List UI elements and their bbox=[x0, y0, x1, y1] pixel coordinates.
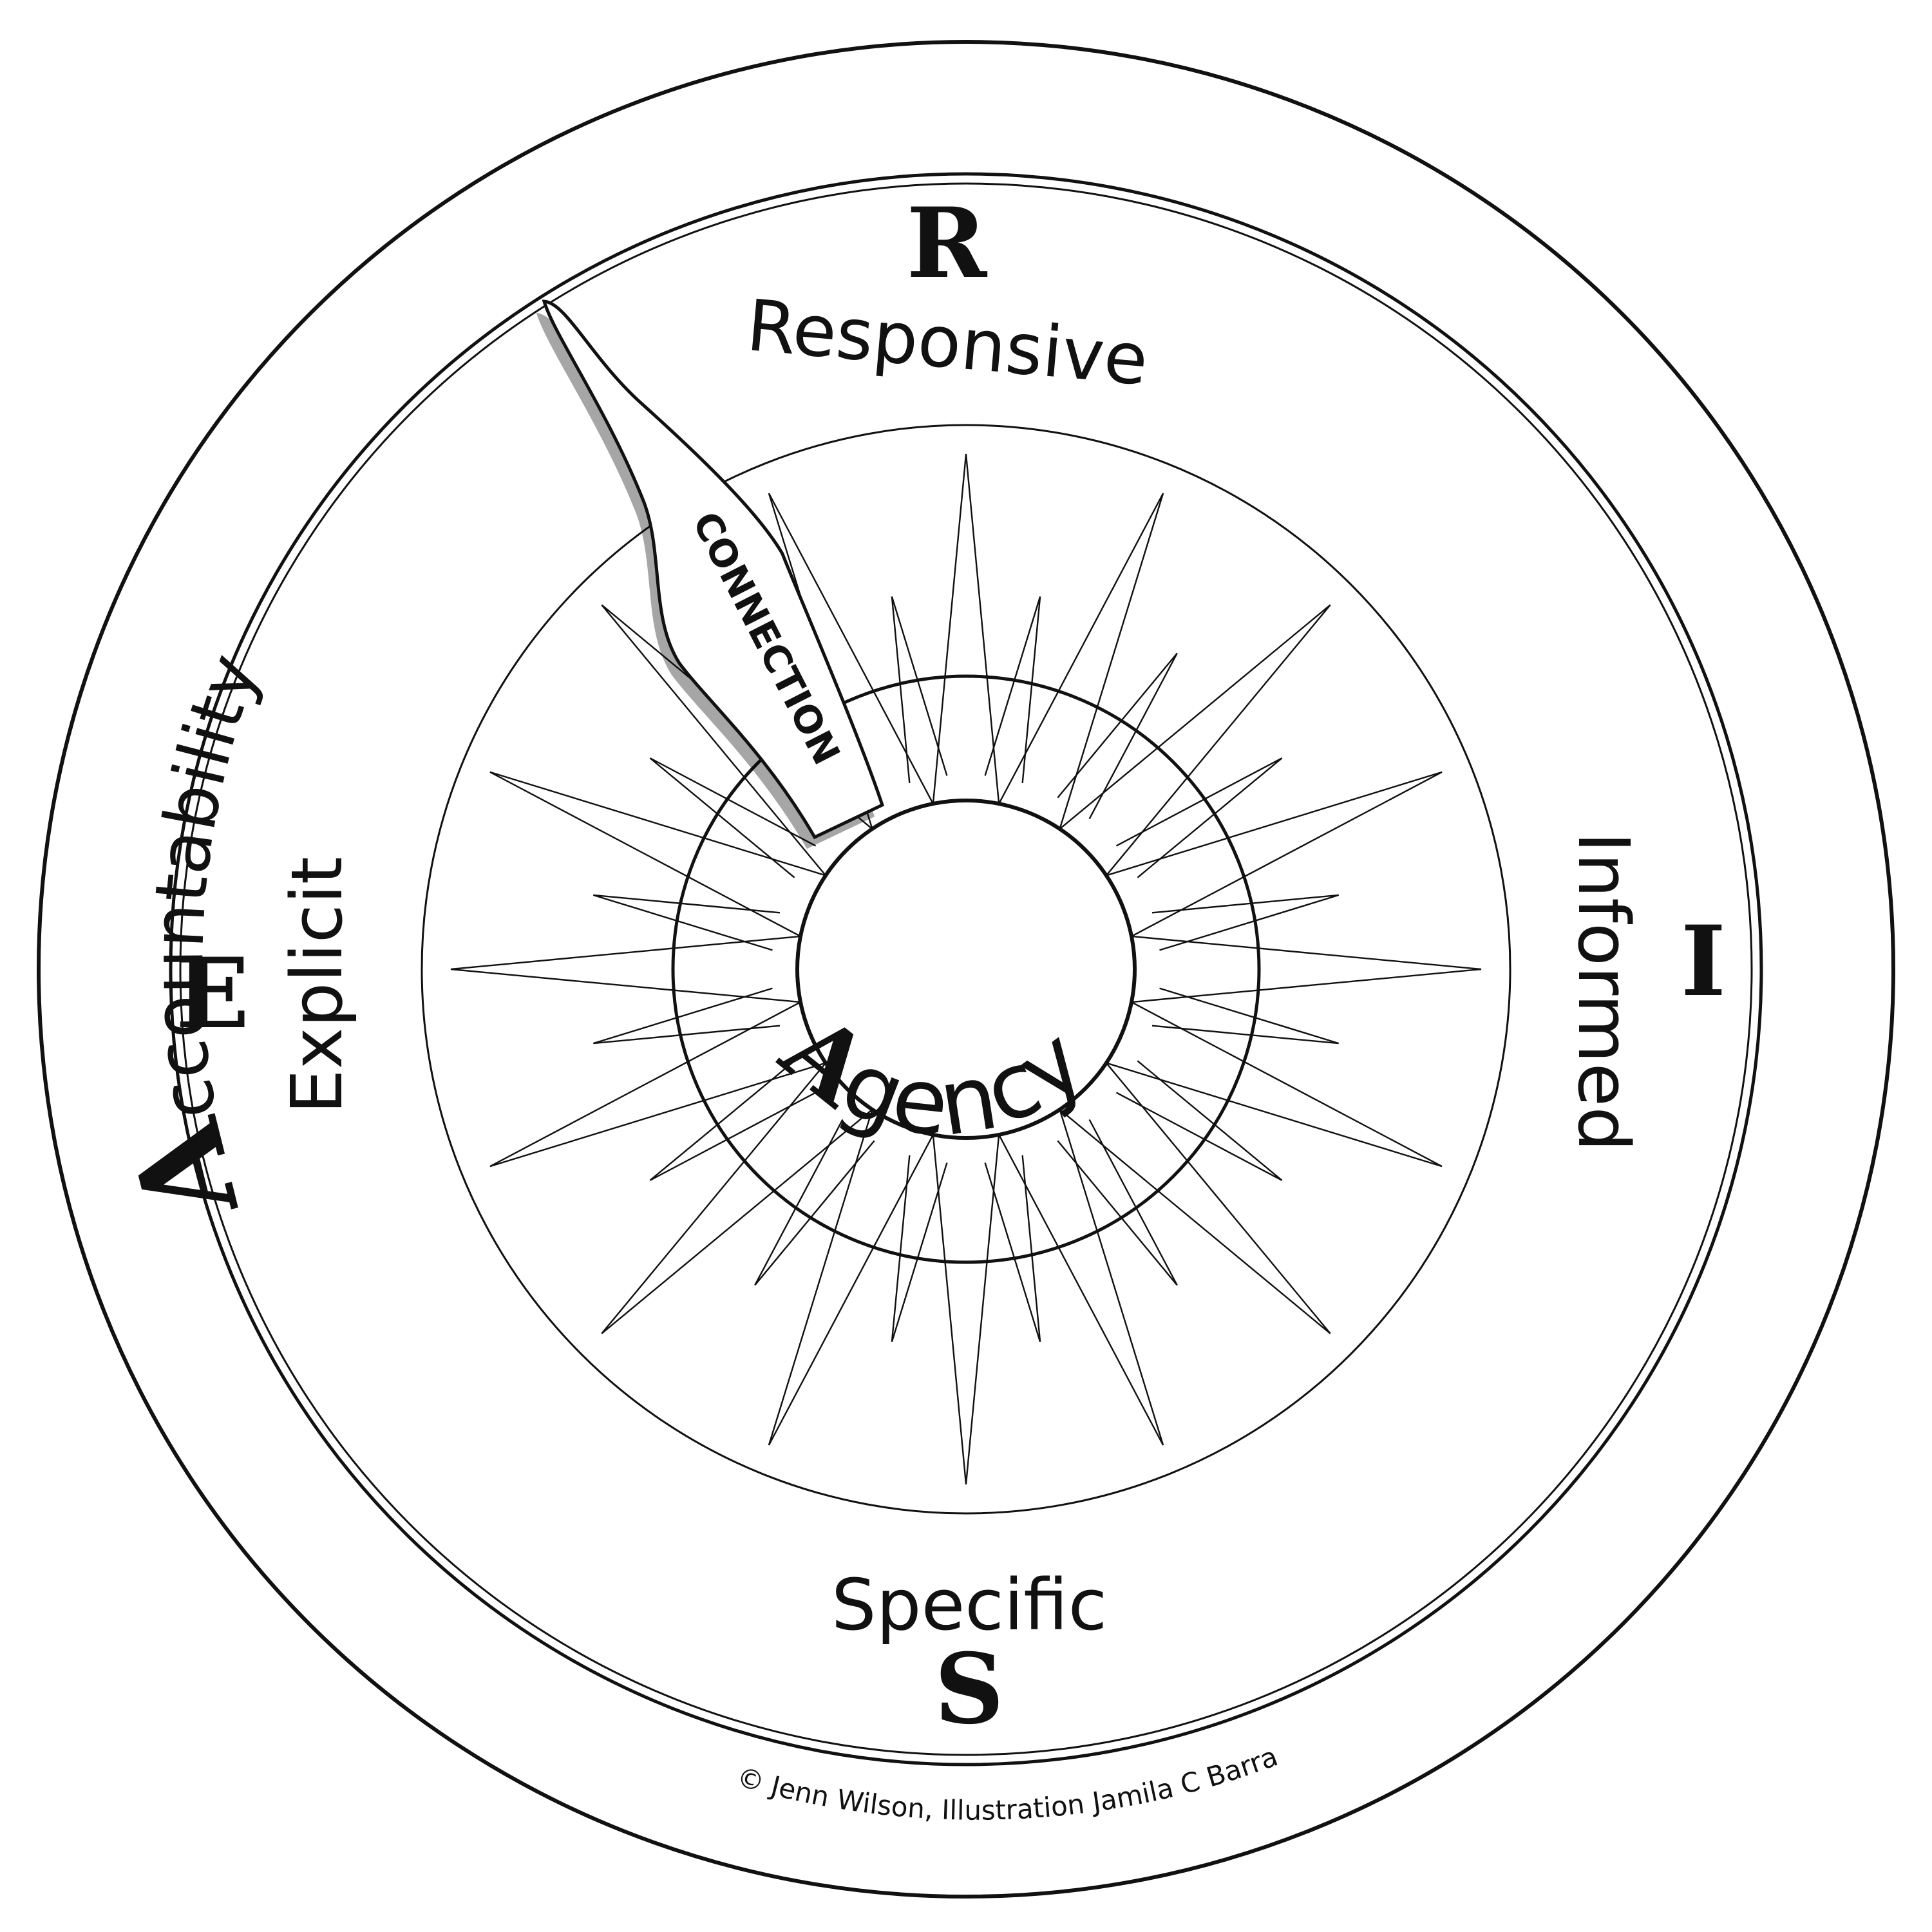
star-short-point bbox=[984, 596, 1041, 784]
star-long-point bbox=[1059, 604, 1331, 876]
star-short-point bbox=[1151, 987, 1340, 1045]
star-long-point bbox=[489, 1001, 826, 1168]
star-short-point bbox=[592, 987, 781, 1045]
star-long-point bbox=[998, 493, 1164, 829]
star-short-point bbox=[592, 894, 781, 951]
star-long-point bbox=[1106, 771, 1443, 937]
west-letter: E bbox=[176, 937, 249, 1050]
star-long-point bbox=[1059, 1062, 1331, 1334]
east-letter: I bbox=[1681, 905, 1726, 1018]
star-short-point bbox=[1151, 894, 1340, 951]
accountability-rest: ccountability bbox=[137, 644, 274, 1125]
star-long-point bbox=[1106, 1001, 1443, 1168]
east-word: Informed bbox=[1562, 832, 1645, 1151]
center-circle bbox=[795, 799, 1137, 1140]
south-word: Specific bbox=[831, 1564, 1107, 1646]
compass-star bbox=[450, 453, 1482, 1485]
star-long-point bbox=[1131, 935, 1482, 1003]
star-short-point bbox=[649, 757, 817, 878]
star-long-point bbox=[489, 771, 826, 937]
accountability-initial: A bbox=[104, 1106, 267, 1235]
connection-needle: CONNECTION bbox=[536, 299, 885, 849]
star-long-point bbox=[450, 935, 801, 1003]
star-short-point bbox=[1115, 1060, 1283, 1181]
inner-ring-a bbox=[169, 172, 1763, 1766]
star-short-point bbox=[891, 596, 948, 784]
star-short-point bbox=[649, 1060, 817, 1181]
rose-middle-circle bbox=[671, 674, 1261, 1264]
outer-ring bbox=[37, 40, 1895, 1899]
inner-ring-b bbox=[179, 182, 1753, 1756]
star-long-point bbox=[998, 1109, 1164, 1446]
needle-body bbox=[542, 299, 885, 840]
star-short-point bbox=[1057, 652, 1178, 820]
star-long-point bbox=[932, 1134, 1000, 1485]
star-long-point bbox=[932, 453, 1000, 804]
rose-outer-circle bbox=[421, 424, 1511, 1515]
star-short-point bbox=[754, 1119, 875, 1286]
star-long-point bbox=[768, 1109, 934, 1446]
star-long-point bbox=[601, 1062, 873, 1334]
star-short-point bbox=[984, 1155, 1041, 1343]
star-short-point bbox=[1115, 757, 1283, 878]
star-short-point bbox=[891, 1155, 948, 1343]
north-word: Responsive bbox=[744, 284, 1151, 401]
west-word: Explicit bbox=[276, 857, 358, 1114]
south-letter: S bbox=[934, 1633, 1004, 1746]
north-letter: R bbox=[907, 187, 988, 300]
star-short-point bbox=[1057, 1119, 1178, 1286]
